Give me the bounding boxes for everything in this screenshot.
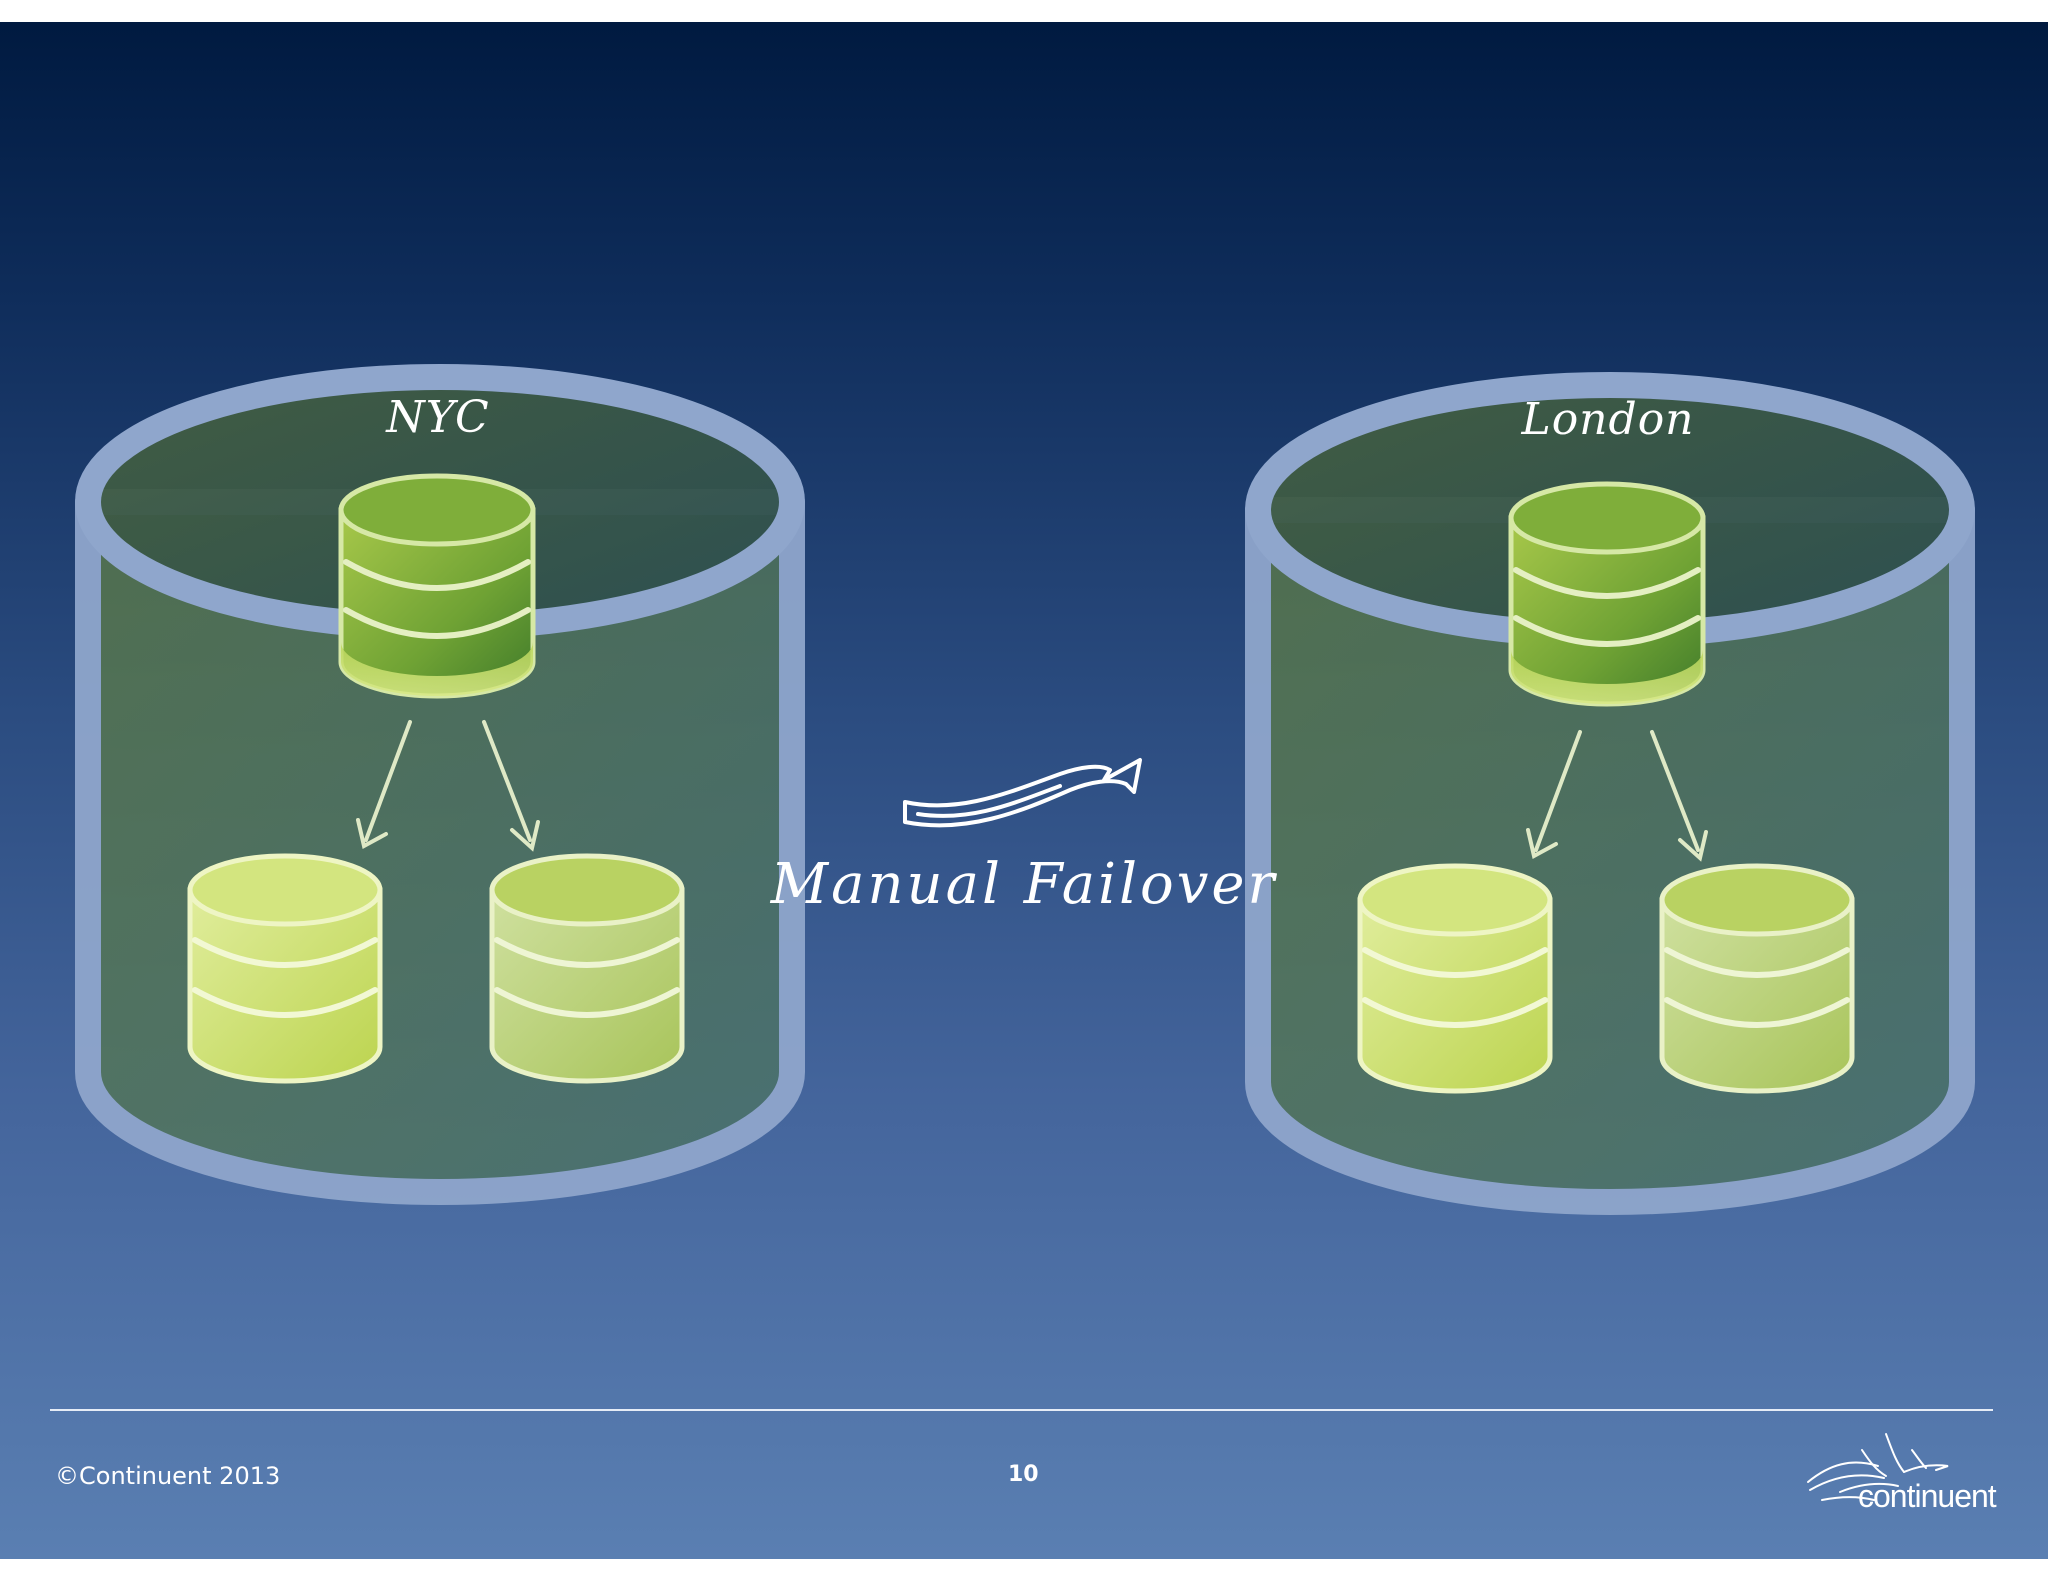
- page-number: 10: [1008, 1462, 1039, 1487]
- footer-divider: [50, 1409, 1993, 1411]
- primary-database-london: [1508, 481, 1706, 707]
- copyright-text: ©Continuent 2013: [55, 1462, 281, 1490]
- failover-arrow-icon: [903, 758, 1142, 828]
- replica-database-nyc-1: [187, 853, 383, 1084]
- continuent-birds-logo: [1807, 1433, 1949, 1501]
- failover-label: Manual Failover: [770, 852, 1278, 917]
- replica-database-london-2: [1659, 863, 1855, 1094]
- slide: NYC London Manual Failover: [0, 22, 2048, 1559]
- replication-arrow-nyc-right: [482, 720, 540, 852]
- replication-arrow-london-left: [1526, 730, 1582, 860]
- failover-diagram: [75, 364, 1975, 1215]
- replication-arrow-nyc-left: [356, 720, 412, 850]
- primary-database-nyc: [338, 473, 536, 699]
- replica-database-london-1: [1357, 863, 1553, 1094]
- site-label-london: London: [1521, 394, 1695, 445]
- logo-wordmark: continuent: [1858, 1478, 1997, 1514]
- replication-arrow-london-right: [1650, 730, 1708, 862]
- site-label-nyc: NYC: [386, 392, 490, 443]
- replica-database-nyc-2: [489, 853, 685, 1084]
